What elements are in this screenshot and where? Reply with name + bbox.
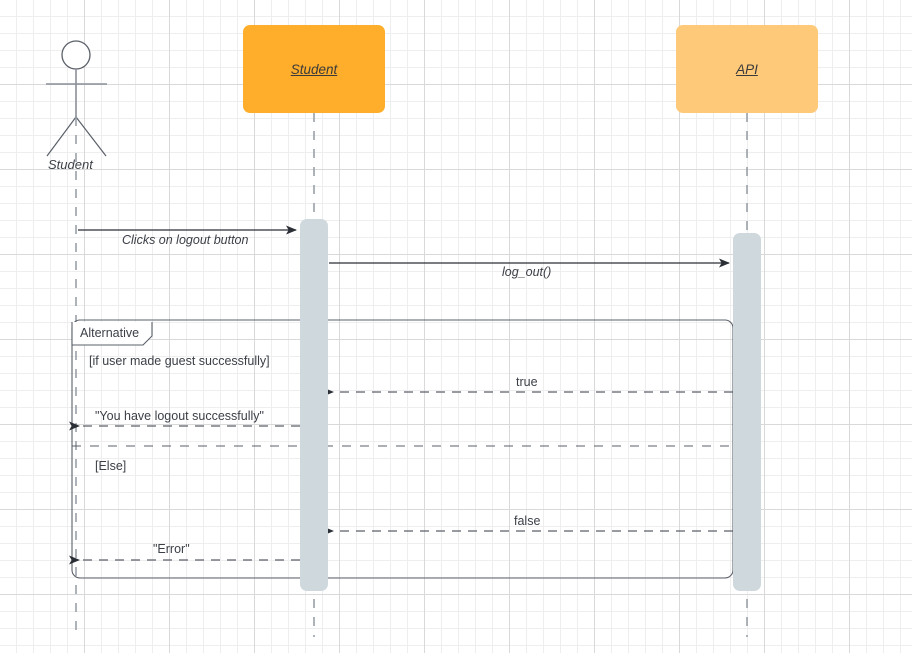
message-label-logout-successfully: "You have logout successfully" — [95, 409, 264, 423]
actor-label-student: Student — [48, 157, 93, 172]
actor-leg-left — [46, 116, 77, 157]
fragment-condition-2: [Else] — [95, 459, 127, 473]
message-label-log-out: log_out() — [502, 265, 552, 279]
fragment-name-tab — [71, 322, 153, 346]
activation-bar-student[interactable] — [300, 219, 328, 591]
participant-box-api[interactable]: API — [676, 25, 818, 113]
participant-label-student: Student — [290, 61, 338, 77]
fragment-condition-1: [if user made guest successfully] — [89, 354, 270, 368]
actor-head-icon — [61, 40, 91, 70]
participant-label-api: API — [736, 61, 758, 77]
message-label-true: true — [516, 375, 538, 389]
participant-box-student[interactable]: Student — [243, 25, 385, 113]
actor-student-figure — [46, 40, 107, 157]
actor-leg-right — [75, 116, 107, 157]
message-label-false: false — [514, 514, 541, 528]
activation-bar-api[interactable] — [733, 233, 761, 591]
message-label-error: "Error" — [153, 542, 190, 556]
fragment-name-label: Alternative — [80, 326, 140, 340]
message-label-clicks-on-logout-button: Clicks on logout button — [122, 233, 249, 247]
